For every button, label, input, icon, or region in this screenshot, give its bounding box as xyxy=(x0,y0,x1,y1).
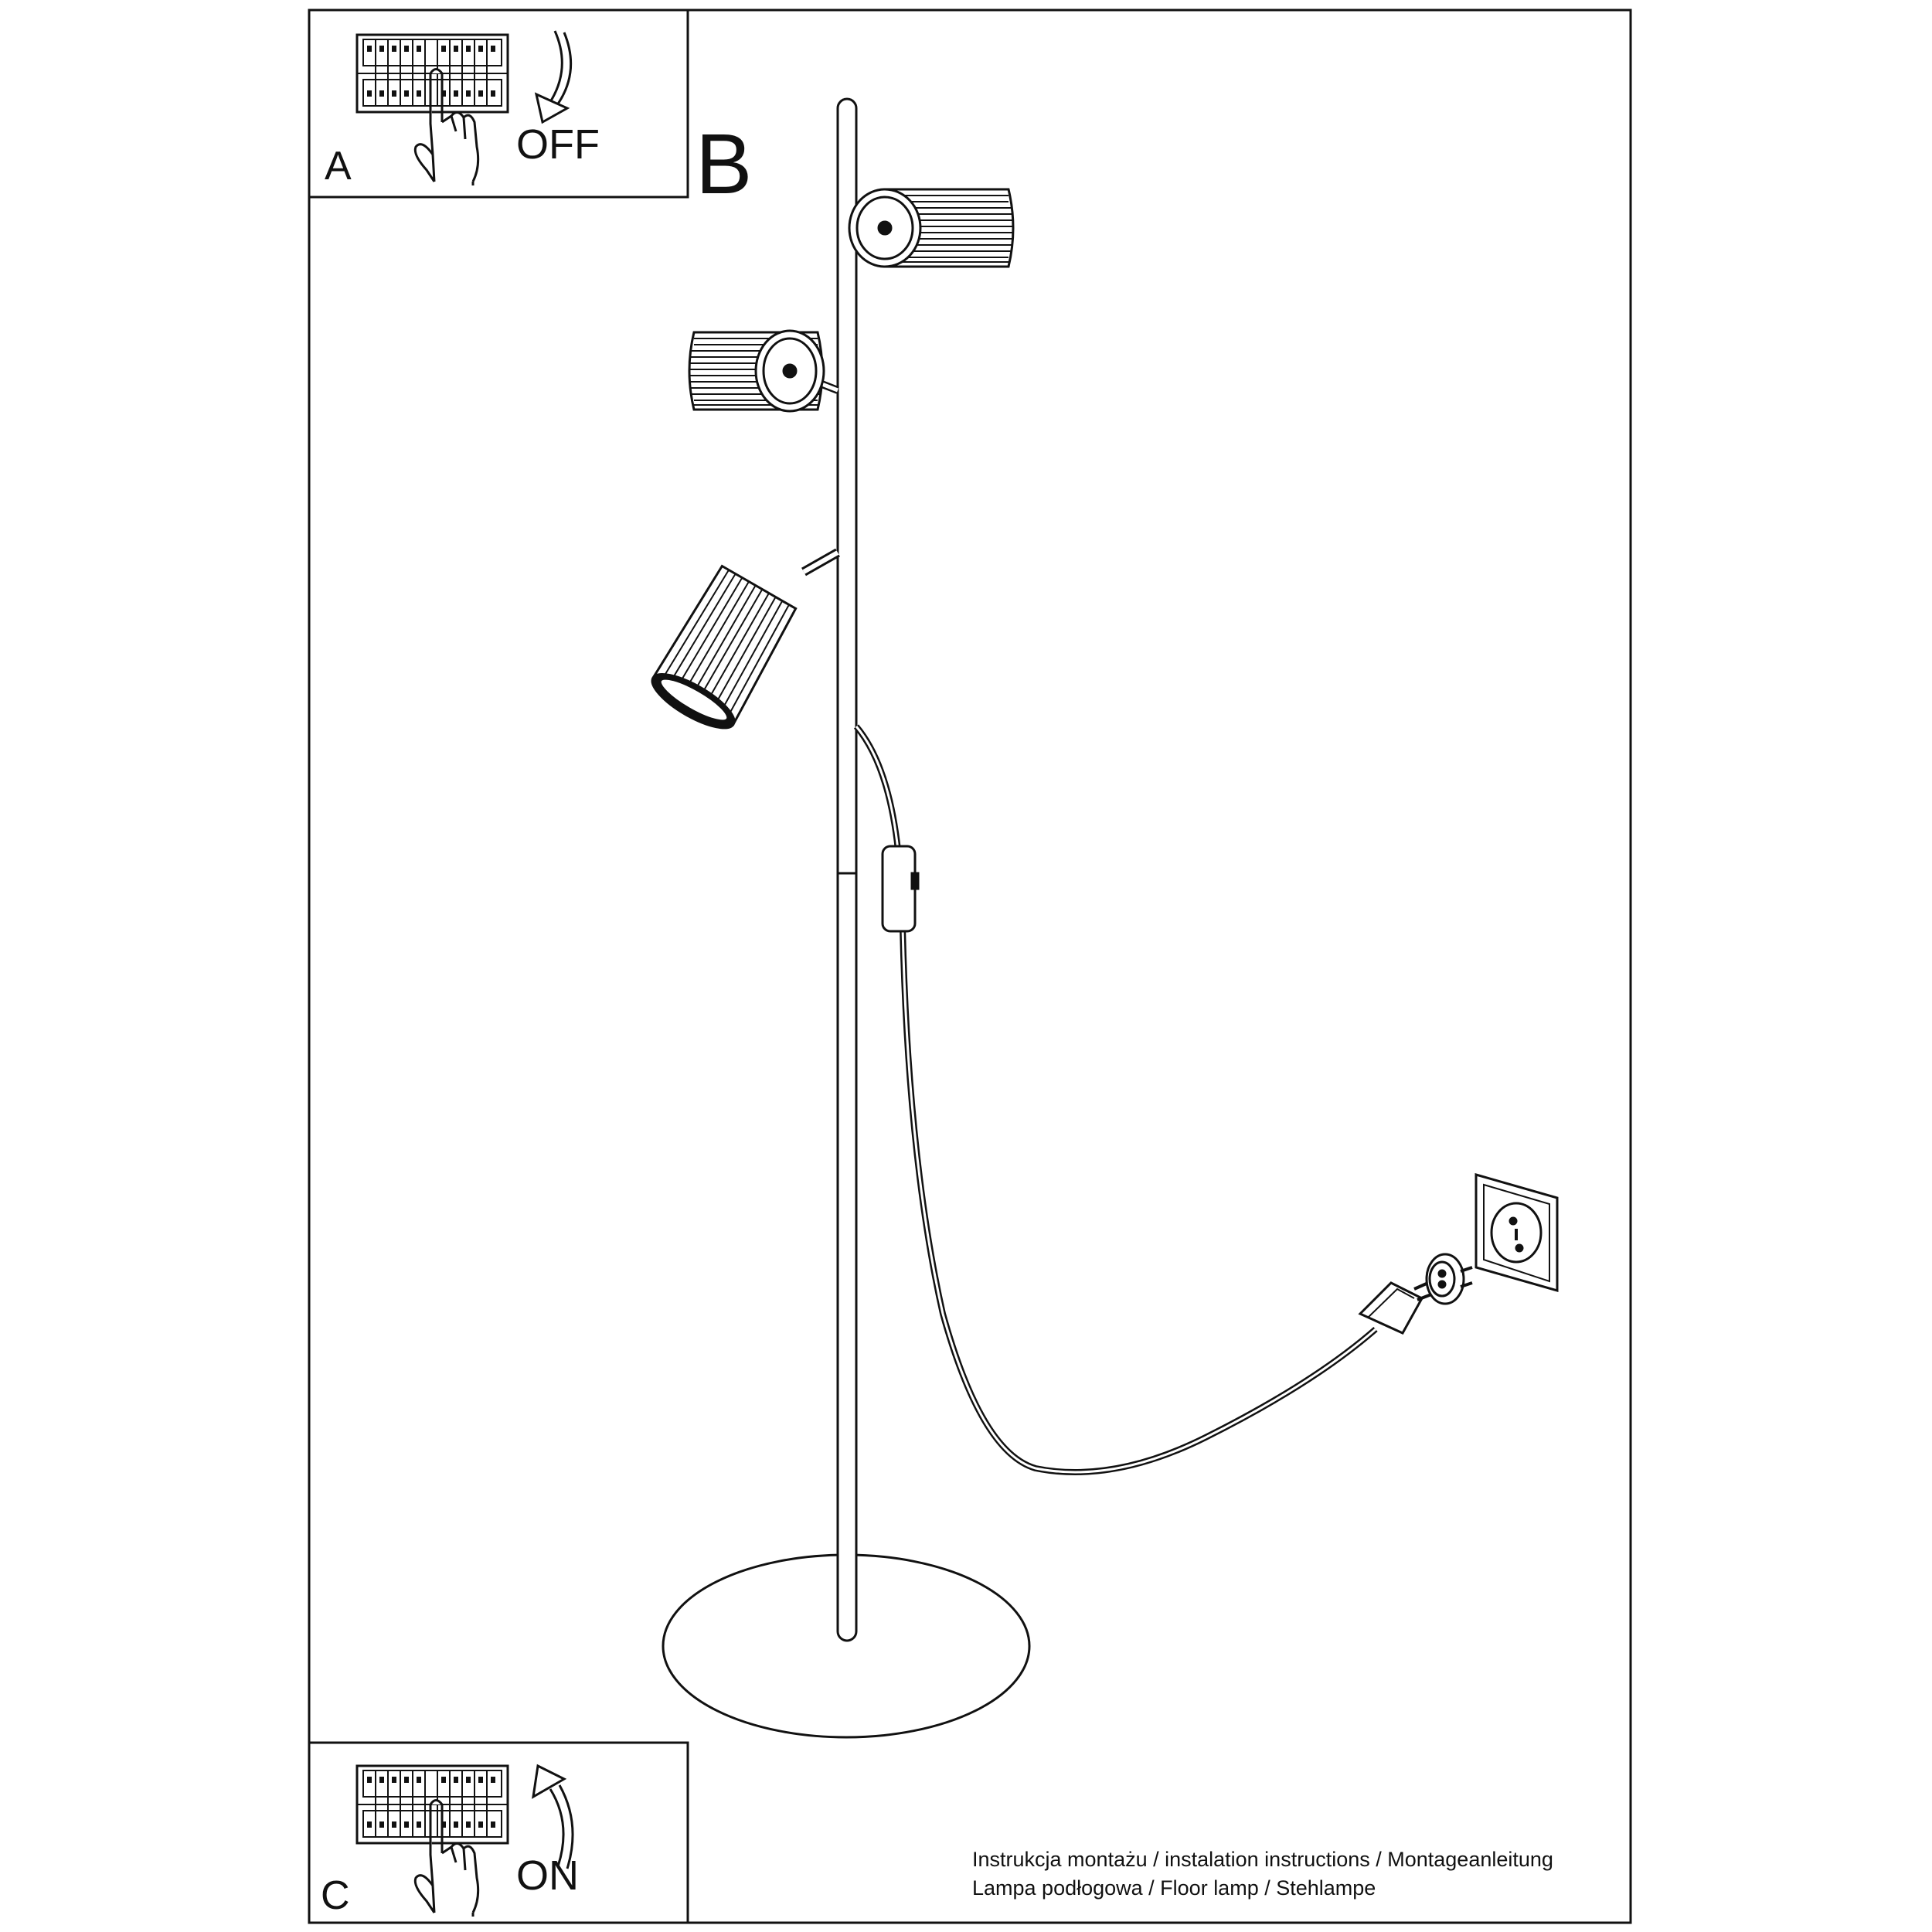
inline-switch xyxy=(881,845,917,933)
floor-lamp-illustration xyxy=(651,97,1559,1739)
lamp-shade-top xyxy=(848,188,1015,268)
switch-up-arrow-icon xyxy=(532,1764,574,1869)
switch-down-arrow-icon xyxy=(534,30,573,124)
panel-c-letter: C xyxy=(321,1873,350,1918)
panel-c-state: ON xyxy=(516,1852,579,1899)
wall-socket-icon xyxy=(1475,1173,1559,1292)
outer-frame xyxy=(308,9,1632,1924)
panel-c: C ON xyxy=(308,1741,689,1924)
panel-b-letter: B xyxy=(696,117,752,212)
lamp-shade-middle xyxy=(688,329,839,413)
lamp-shade-lower xyxy=(651,548,840,730)
lamp-pole xyxy=(836,97,858,1642)
adapter-icon xyxy=(1425,1253,1473,1305)
panel-a-letter: A xyxy=(325,144,352,189)
panel-a-state: OFF xyxy=(516,121,600,168)
footer-title: Instrukcja montażu / instalation instruc… xyxy=(972,1848,1553,1871)
footer-subtitle: Lampa podłogowa / Floor lamp / Stehlampe xyxy=(972,1876,1376,1900)
panel-a: A OFF xyxy=(308,9,689,199)
power-cable xyxy=(853,724,1378,1475)
power-plug-icon xyxy=(1358,1281,1432,1335)
